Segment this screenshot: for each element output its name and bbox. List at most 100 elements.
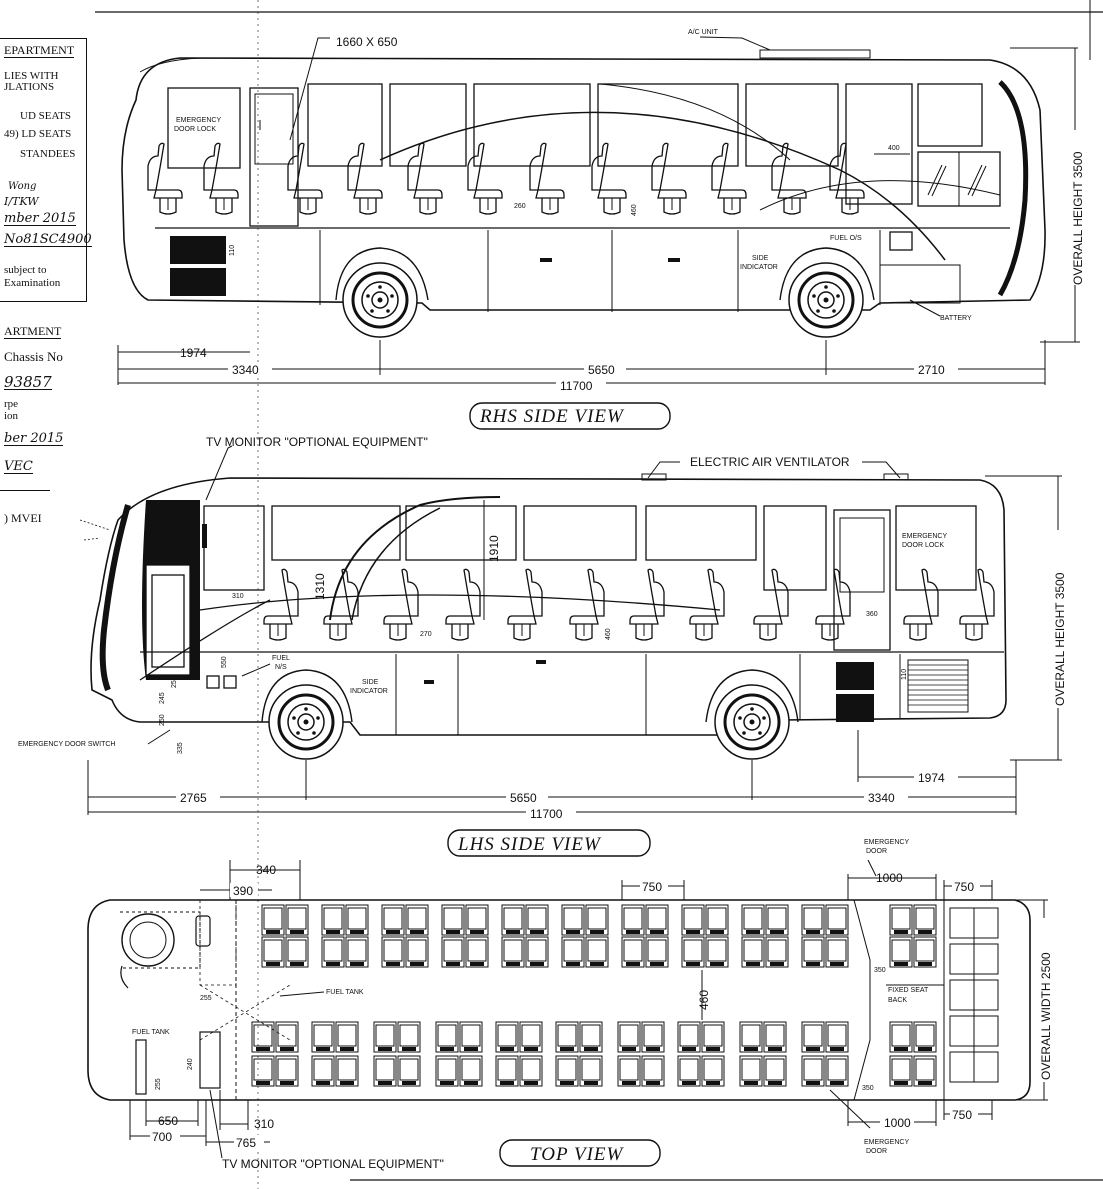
lhs-vent-2: [836, 694, 874, 722]
lhs-dim-335: 335: [177, 742, 184, 754]
approval-line-1: LIES WITH: [4, 70, 59, 82]
rhs-ac-unit-label: A/C UNIT: [688, 29, 719, 36]
lhs-emergency-door-lock-1: EMERGENCY: [902, 533, 947, 540]
rhs-windshield: [997, 80, 1029, 297]
lhs-title-box: [447, 829, 651, 857]
top-dim-255: 255: [200, 995, 212, 1002]
top-fuel-tank-small: FUEL TANK: [132, 1029, 170, 1036]
lhs-dim-460: 460: [605, 628, 612, 640]
lhs-radiator-grille: [907, 659, 969, 713]
approval-subject-2: Examination: [4, 277, 61, 289]
rhs-dim-2710: 2710: [918, 363, 945, 377]
lhs-dim-11700: 11700: [530, 807, 563, 821]
approval-signature-1: Wong: [8, 181, 37, 192]
lhs-dim-1910: 1910: [487, 535, 501, 562]
rhs-dim-3340: 3340: [232, 363, 259, 377]
rhs-battery-label: BATTERY: [940, 315, 972, 322]
approval-standees: STANDEES: [20, 148, 76, 160]
lhs-dim-250b: 250: [159, 714, 166, 726]
lhs-dim-250a: 250: [171, 676, 178, 688]
top-dim-255b: 255: [155, 1078, 162, 1090]
top-fixed-seat-back-2: BACK: [888, 997, 907, 1004]
rhs-dim-260: 260: [514, 203, 526, 210]
lhs-vent-1: [836, 662, 874, 690]
lhs-dim-2765: 2765: [180, 791, 207, 805]
rhs-dim-460: 460: [631, 204, 638, 216]
approval-box-1: [0, 38, 87, 302]
rhs-dim-5650: 5650: [588, 363, 615, 377]
lhs-dim-310: 310: [232, 593, 244, 600]
approval-ld-seats: 49) LD SEATS: [4, 128, 72, 140]
lhs-tv-monitor: [202, 524, 207, 548]
top-dim-350b: 350: [862, 1085, 874, 1092]
top-dim-750-bottom: 750: [952, 1108, 972, 1122]
lhs-dim-270: 270: [420, 631, 432, 638]
lhs-fuel-label-1: FUEL: [272, 655, 290, 662]
top-emergency-door-top-2: DOOR: [866, 848, 887, 855]
top-title: TOP VIEW: [530, 1144, 624, 1165]
lhs-dim-110: 110: [901, 669, 908, 680]
top-dim-1000-top: 1000: [876, 871, 903, 885]
lhs-emergency-door: [833, 509, 891, 651]
top-dim-310: 310: [254, 1117, 274, 1131]
lhs-dim-550: 550: [221, 656, 228, 668]
lhs-overall-height: OVERALL HEIGHT 3500: [1053, 572, 1067, 706]
approval-rpe: rpe: [4, 398, 19, 410]
top-view: EMERGENCY DOOR EMERGENCY DOOR FIXED SEAT…: [87, 839, 1053, 1171]
top-title-box: [499, 1139, 661, 1167]
rhs-side-indicator-1: SIDE: [752, 255, 769, 262]
rhs-overall-height: OVERALL HEIGHT 3500: [1071, 151, 1085, 285]
lhs-side-indicator-2: INDICATOR: [350, 688, 388, 695]
top-emergency-door-top-1: EMERGENCY: [864, 839, 909, 846]
lhs-windshield: [99, 504, 131, 692]
approval-subject-1: subject to: [4, 264, 47, 276]
top-seats-upper: [262, 905, 936, 967]
top-fuel-tank: FUEL TANK: [326, 989, 364, 996]
rhs-title: RHS SIDE VIEW: [479, 406, 625, 427]
rhs-side-view: 1660 X 650 A/C UNIT EMERGENCY DOOR LOCK …: [117, 29, 1085, 430]
top-tv-monitor: [199, 1031, 221, 1089]
lhs-emergency-door-switch: EMERGENCY DOOR SWITCH: [18, 741, 116, 748]
top-tv-monitor-label: TV MONITOR "OPTIONAL EQUIPMENT": [222, 1157, 444, 1171]
top-fixed-seat-back-1: FIXED SEAT: [888, 987, 929, 994]
approval-ion: ion: [4, 410, 19, 422]
top-dim-340: 340: [256, 863, 276, 877]
rhs-dim-1974: 1974: [180, 346, 207, 360]
rhs-emergency-door-lock-1: EMERGENCY: [176, 117, 221, 124]
top-emergency-door-bottom-2: DOOR: [866, 1148, 887, 1155]
lhs-dim-245: 245: [159, 692, 166, 704]
top-dim-350a: 350: [874, 967, 886, 974]
approval-signature-stroke: [0, 490, 50, 491]
rhs-emergency-door-lock-2: DOOR LOCK: [174, 126, 216, 133]
top-dim-650: 650: [158, 1114, 178, 1128]
top-dim-750-mid: 750: [642, 880, 662, 894]
top-dim-390: 390: [233, 884, 253, 898]
top-dim-765: 765: [236, 1136, 256, 1150]
top-steering-wheel: [121, 913, 175, 967]
rhs-fuel-label: FUEL O/S: [830, 235, 862, 242]
rhs-emergency-door: [249, 87, 299, 227]
approval-vec: VEC: [4, 459, 33, 474]
lhs-side-view: TV MONITOR "OPTIONAL EQUIPMENT" ELECTRIC…: [18, 435, 1067, 857]
rhs-body-outline: [121, 57, 1046, 311]
top-dim-460: 460: [697, 990, 711, 1010]
approval-chassis-label: Chassis No: [4, 349, 63, 364]
rhs-ac-unit: [759, 49, 871, 59]
approval-date-1: mber 2015: [4, 211, 76, 226]
approval-ud-seats: UD SEATS: [20, 110, 72, 122]
top-dim-750-top: 750: [954, 880, 974, 894]
approval-ref: No81SC4900: [4, 232, 92, 247]
rhs-dim-110: 110: [229, 245, 236, 256]
top-seats-rear: [949, 907, 999, 1083]
rhs-vent-1: [170, 236, 226, 264]
top-dim-240: 240: [187, 1058, 194, 1070]
approval-chassis-no: 93857: [4, 373, 52, 391]
approval-date-2: ber 2015: [4, 431, 64, 446]
lhs-dim-3340: 3340: [868, 791, 895, 805]
lhs-dim-5650: 5650: [510, 791, 537, 805]
lhs-emergency-door-lock-2: DOOR LOCK: [902, 542, 944, 549]
lhs-tv-monitor-label: TV MONITOR "OPTIONAL EQUIPMENT": [206, 435, 428, 449]
lhs-side-indicator-1: SIDE: [362, 679, 379, 686]
lhs-dim-360: 360: [866, 611, 878, 618]
